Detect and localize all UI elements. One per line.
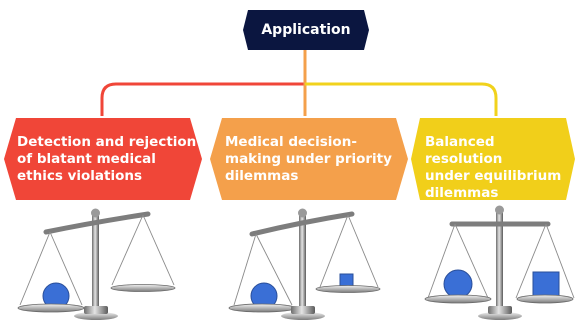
- weight-circle: [443, 269, 473, 299]
- connector-line-detection: [100, 50, 307, 116]
- balance-scale-2: [228, 208, 381, 320]
- branch-node-priority: [210, 118, 408, 200]
- balance-scale-3: [424, 205, 575, 320]
- branch-node-detection: [4, 118, 202, 200]
- balance-scale-1: [17, 208, 176, 320]
- weight-small-square: [339, 273, 354, 288]
- branch-node-equilibrium: [411, 118, 575, 200]
- connector-line-equilibrium: [305, 82, 498, 116]
- weight-square: [532, 271, 560, 299]
- root-node: [243, 10, 369, 50]
- connectors: [100, 50, 498, 116]
